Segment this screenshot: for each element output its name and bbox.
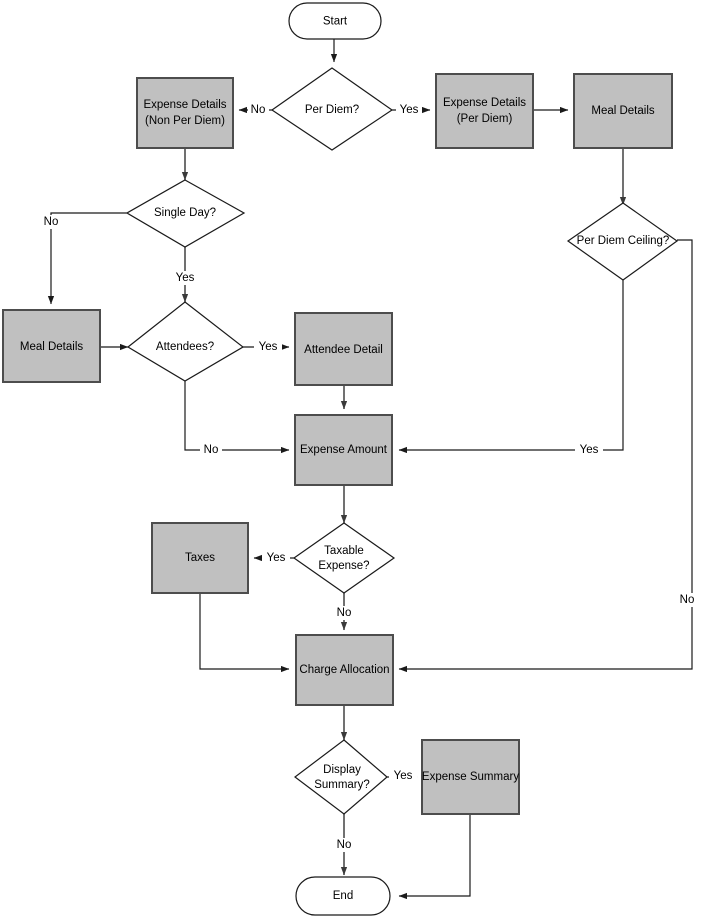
edge-label-summary-yes: Yes (389, 769, 417, 783)
svg-text:Yes: Yes (267, 552, 286, 564)
node-display-summary-decision[interactable]: Display Summary? (294, 739, 388, 815)
node-expense-details-per-diem-label-line2: (Per Diem) (457, 113, 513, 125)
node-meal-details-right-label: Meal Details (591, 105, 655, 117)
node-per-diem-ceiling-decision[interactable]: Per Diem Ceiling? (566, 202, 679, 281)
edge-label-ceiling-no: No (676, 593, 698, 607)
svg-text:Yes: Yes (394, 770, 413, 782)
edge-label-attendees-no: No (200, 443, 222, 457)
node-expense-amount-label: Expense Amount (300, 444, 388, 456)
edge-single-day-no (47, 212, 127, 305)
node-end-label: End (333, 890, 353, 902)
node-expense-details-non-per-diem-label-line2: (Non Per Diem) (145, 115, 225, 127)
node-end[interactable]: End (295, 876, 391, 916)
edge-label-taxable-yes: Yes (262, 551, 290, 565)
edge-label-attendees-yes: Yes (254, 340, 282, 354)
svg-text:No: No (251, 104, 266, 116)
node-attendee-detail[interactable]: Attendee Detail (294, 312, 393, 386)
node-expense-details-non-per-diem-label-line1: Expense Details (143, 99, 226, 111)
node-per-diem-label: Per Diem? (305, 104, 359, 116)
node-attendees-decision[interactable]: Attendees? (126, 301, 245, 382)
node-attendee-detail-label: Attendee Detail (304, 344, 383, 356)
node-display-summary-label-line1: Display (323, 764, 361, 776)
edge-expense-summary-to-end (398, 814, 471, 900)
svg-text:Yes: Yes (580, 444, 599, 456)
edge-label-taxable-no: No (333, 606, 355, 620)
edge-label-ceiling-yes: Yes (575, 443, 603, 457)
edge-taxes-to-charge-allocation (199, 593, 290, 673)
node-expense-details-non-per-diem[interactable]: Expense Details (Non Per Diem) (136, 77, 234, 149)
svg-text:No: No (204, 444, 219, 456)
svg-text:No: No (337, 607, 352, 619)
edge-label-per-diem-no: No (248, 103, 269, 117)
node-taxes-label: Taxes (185, 552, 215, 564)
svg-text:Yes: Yes (176, 272, 195, 284)
edge-label-summary-no: No (333, 838, 355, 852)
node-taxable-expense-decision[interactable]: Taxable Expense? (292, 522, 396, 594)
node-meal-details-right[interactable]: Meal Details (573, 73, 673, 149)
node-meal-details-left-label: Meal Details (20, 341, 84, 353)
node-expense-amount[interactable]: Expense Amount (294, 414, 393, 486)
node-per-diem-ceiling-label: Per Diem Ceiling? (577, 235, 670, 247)
edge-ceiling-no (398, 239, 693, 673)
node-per-diem-decision[interactable]: Per Diem? (270, 67, 394, 151)
node-display-summary-label-line2: Summary? (314, 779, 370, 791)
svg-text:No: No (44, 216, 59, 228)
node-taxable-expense-label-line2: Expense? (318, 560, 369, 572)
edge-label-per-diem-yes: Yes (396, 103, 422, 117)
node-expense-details-per-diem-label-line1: Expense Details (443, 97, 526, 109)
node-meal-details-left[interactable]: Meal Details (2, 309, 101, 383)
node-start-label: Start (323, 16, 348, 28)
node-single-day-decision[interactable]: Single Day? (125, 179, 246, 248)
node-taxes[interactable]: Taxes (151, 522, 249, 594)
edge-label-single-day-no: No (40, 215, 62, 229)
node-expense-summary-label: Expense Summary (422, 771, 519, 783)
svg-text:No: No (337, 839, 352, 851)
svg-text:No: No (680, 594, 695, 606)
node-expense-details-per-diem[interactable]: Expense Details (Per Diem) (435, 73, 534, 149)
node-attendees-label: Attendees? (156, 341, 214, 353)
node-single-day-label: Single Day? (154, 207, 216, 219)
edge-attendees-no (184, 381, 290, 454)
edge-label-single-day-yes: Yes (171, 271, 199, 285)
svg-text:Yes: Yes (400, 104, 419, 116)
node-expense-summary[interactable]: Expense Summary (421, 739, 520, 815)
node-start[interactable]: Start (288, 2, 382, 40)
edge-ceiling-yes (398, 280, 624, 454)
svg-text:Yes: Yes (259, 341, 278, 353)
node-taxable-expense-label-line1: Taxable (324, 545, 364, 557)
node-charge-allocation[interactable]: Charge Allocation (295, 634, 394, 706)
node-charge-allocation-label: Charge Allocation (299, 664, 389, 676)
